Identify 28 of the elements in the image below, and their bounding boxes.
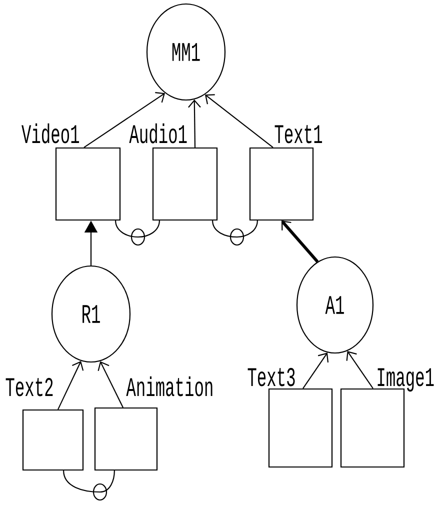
arrow xyxy=(84,92,166,148)
node-label: Text3 xyxy=(248,368,295,386)
theta-connector xyxy=(115,220,160,246)
theta-connector xyxy=(212,220,258,246)
node-label: Audio1 xyxy=(129,123,187,144)
arrow xyxy=(98,361,124,408)
labelled-box: Image1 xyxy=(340,368,434,468)
labelled-box: Text3 xyxy=(248,368,333,468)
node-label: Text1 xyxy=(274,125,322,144)
arrow xyxy=(302,352,329,389)
labelled-box: Text2 xyxy=(6,378,84,471)
arrow xyxy=(204,94,274,148)
ellipse-node: R1 xyxy=(51,265,131,363)
labelled-box: Audio1 xyxy=(129,123,218,221)
node-label: Text2 xyxy=(6,378,53,396)
theta-connector xyxy=(63,470,115,501)
arrow xyxy=(346,351,374,389)
ellipse-node: A1 xyxy=(296,256,374,354)
ellipse-node: MM1 xyxy=(146,3,226,101)
arrow xyxy=(58,360,84,410)
node-label: Video1 xyxy=(22,123,80,144)
arrow xyxy=(281,220,319,263)
labelled-box: Animation xyxy=(94,376,212,471)
labelled-box: Text1 xyxy=(249,125,322,221)
arrow xyxy=(188,99,201,148)
labelled-box: Video1 xyxy=(22,123,121,221)
node-label: Image1 xyxy=(378,368,434,392)
node-label: Animation xyxy=(126,376,212,396)
